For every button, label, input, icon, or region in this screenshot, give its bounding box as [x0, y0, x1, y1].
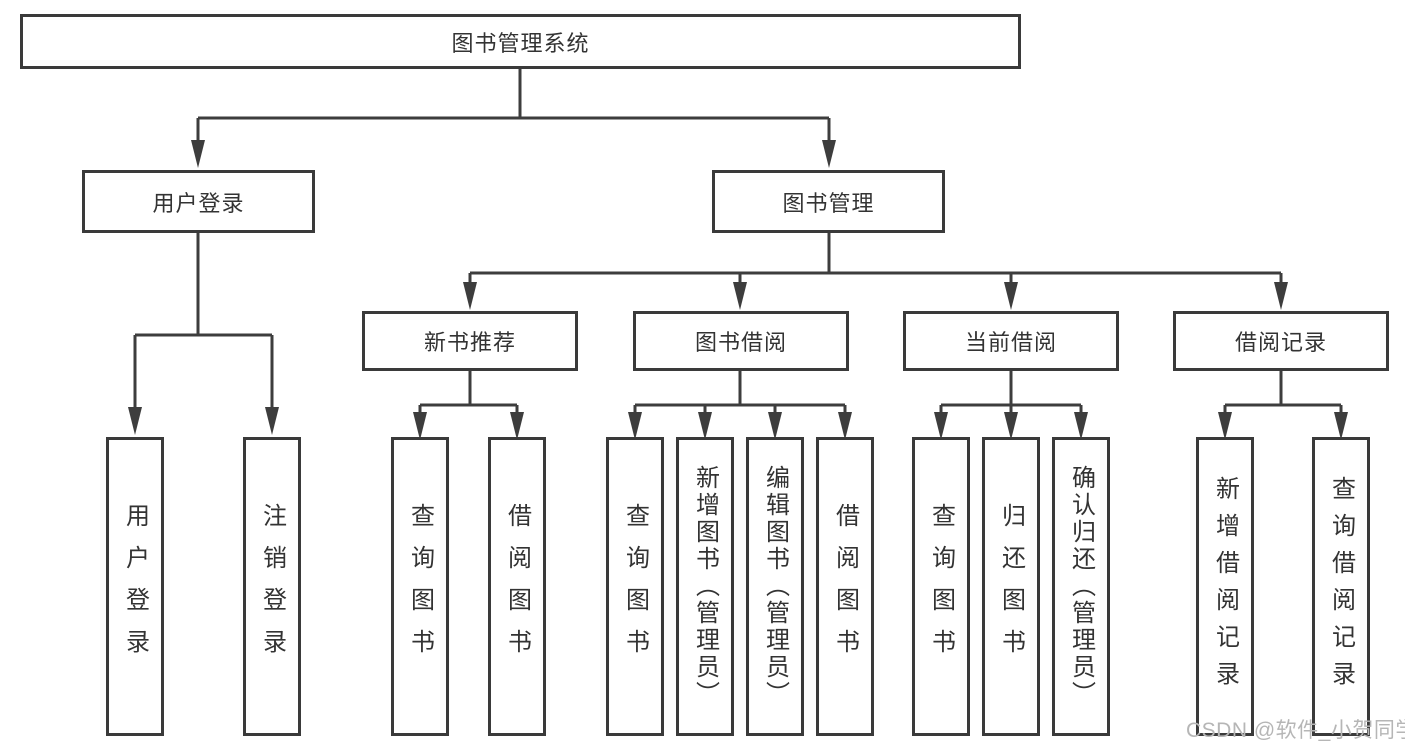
leaf-records-query-record: 查询借阅记录 [1312, 437, 1370, 736]
leaf-current-query-books: 查询图书 [912, 437, 970, 736]
csdn-watermark: CSDN @软件_小贺同学 [1186, 719, 1405, 742]
leaf-current-confirm-return-admin: 确认归还（管理员） [1052, 437, 1110, 736]
leaf-newrec-query-books: 查询图书 [391, 437, 449, 736]
leaf-borrow-edit-books-admin: 编辑图书（管理员） [746, 437, 804, 736]
node-current-borrowing: 当前借阅 [903, 311, 1119, 371]
leaf-user-login: 用户登录 [106, 437, 164, 736]
node-book-management: 图书管理 [712, 170, 945, 233]
arrowhead-icons [128, 140, 1348, 440]
node-root: 图书管理系统 [20, 14, 1021, 69]
leaf-borrow-query-books: 查询图书 [606, 437, 664, 736]
node-book-borrowing: 图书借阅 [633, 311, 849, 371]
leaf-borrow-borrow-books: 借阅图书 [816, 437, 874, 736]
leaf-logout: 注销登录 [243, 437, 301, 736]
leaf-current-return-books: 归还图书 [982, 437, 1040, 736]
node-borrowing-records: 借阅记录 [1173, 311, 1389, 371]
leaf-borrow-add-books-admin: 新增图书（管理员） [676, 437, 734, 736]
node-new-book-recommend: 新书推荐 [362, 311, 578, 371]
node-user-login: 用户登录 [82, 170, 315, 233]
leaf-newrec-borrow-books: 借阅图书 [488, 437, 546, 736]
leaf-records-add-record: 新增借阅记录 [1196, 437, 1254, 736]
